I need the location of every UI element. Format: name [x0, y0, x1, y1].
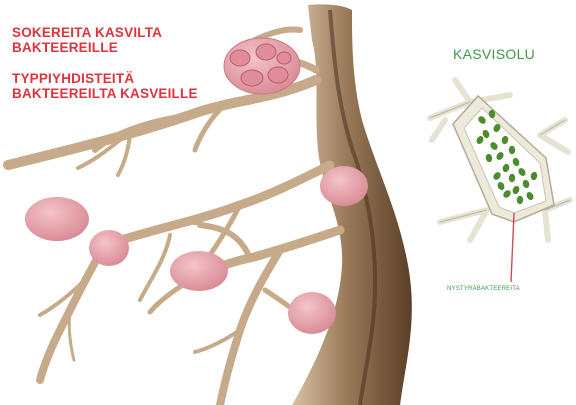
nitrogen-line-2: BAKTEEREILTA KASVEILLE — [12, 86, 198, 101]
sugars-line-1: SOKEREITA KASVILTA — [12, 25, 162, 40]
bacteria-caption: NYSTYRÄBAKTEEREITA — [447, 286, 520, 292]
nodule-cutaway — [224, 38, 300, 94]
plant-cell-title: KASVISOLU — [453, 46, 535, 62]
caption-pointer-line — [511, 213, 514, 282]
nodule — [288, 292, 336, 334]
nitrogen-to-plants-label: TYPPIYHDISTEITÄ BAKTEEREILTA KASVEILLE — [12, 71, 198, 101]
nodule — [89, 230, 129, 266]
nitrogen-line-1: TYPPIYHDISTEITÄ — [12, 71, 198, 86]
nodule — [320, 166, 368, 206]
nodule — [25, 197, 89, 241]
plant-cell — [430, 80, 570, 240]
nodule — [170, 251, 228, 291]
sugars-to-bacteria-label: SOKEREITA KASVILTA BAKTEEREILLE — [12, 25, 162, 55]
sugars-line-2: BAKTEEREILLE — [12, 40, 162, 55]
